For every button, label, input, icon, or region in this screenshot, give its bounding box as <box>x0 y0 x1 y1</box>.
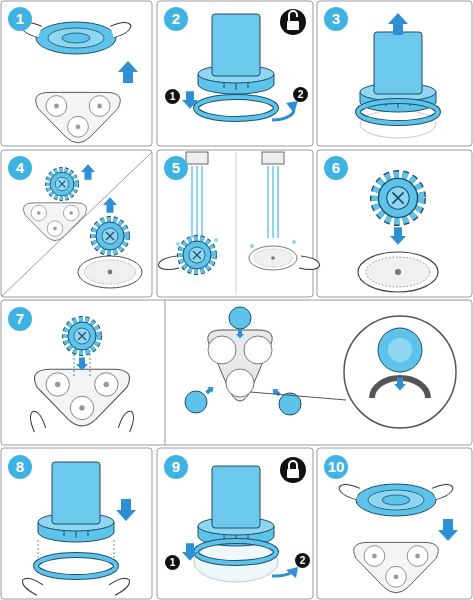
step-number: 5 <box>164 156 188 180</box>
substep-number: 2 <box>295 553 310 568</box>
step-number: 8 <box>8 455 32 479</box>
step-number: 7 <box>8 307 32 331</box>
step-number: 10 <box>324 455 348 479</box>
substep-number: 1 <box>165 89 180 104</box>
step-number: 4 <box>8 156 32 180</box>
substep-number: 1 <box>165 555 180 570</box>
substep-number: 2 <box>293 87 308 102</box>
step-number: 6 <box>324 156 348 180</box>
step-number: 2 <box>164 7 188 31</box>
step-number: 9 <box>164 455 188 479</box>
step-number: 3 <box>324 7 348 31</box>
step-number: 1 <box>8 7 32 31</box>
